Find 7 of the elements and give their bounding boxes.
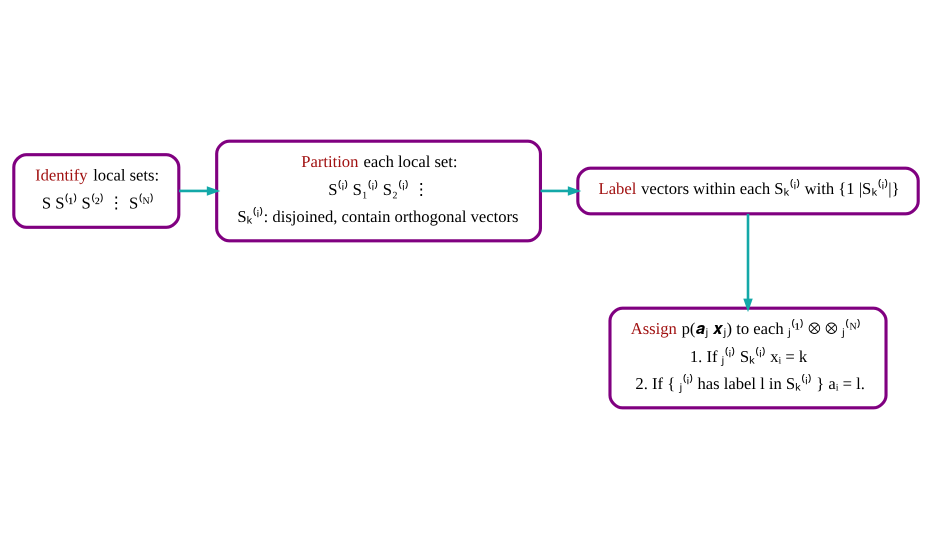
- arrow: [743, 213, 753, 312]
- arrow: [540, 186, 582, 196]
- node-box: Partition each local set: S⁽ⁱ⁾ S₁⁽ⁱ⁾ S₂⁽ⁱ⁾ ⋮ Sₖ⁽ⁱ⁾: disjoined, contain orthogonal vectors: [215, 139, 542, 242]
- node-box: Assign p(𝒂ⱼ 𝒙ⱼ) to each ⱼ⁽¹⁾ ⊗ ⊗ ⱼ⁽ᴺ⁾ 1. If ⱼ⁽ⁱ⁾ Sₖ⁽ⁱ⁾ xᵢ = k 2. If { ⱼ⁽ⁱ⁾ has label l in Sₖ⁽ⁱ⁾ } aᵢ = l.: [608, 306, 888, 409]
- node-box: Identify local sets: S S⁽¹⁾ S⁽²⁾ ⋮ S⁽ᴺ⁾: [12, 152, 180, 228]
- arrow: [179, 186, 220, 196]
- node-box: Label vectors within each Sₖ⁽ⁱ⁾ with {1 |Sₖ⁽ⁱ⁾|}: [576, 166, 920, 215]
